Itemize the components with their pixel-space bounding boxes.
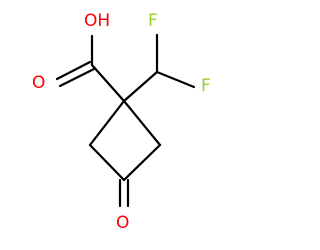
ring-bond-top-right xyxy=(122,99,162,147)
fluorine-label-right: F xyxy=(201,76,211,96)
ketone-oxygen-label: O xyxy=(116,213,129,233)
hydroxyl-label: OH xyxy=(84,11,110,31)
cf-bond-right xyxy=(155,70,196,89)
ring-bond-bottom-right xyxy=(122,143,162,182)
ring-bond-bottom-left xyxy=(88,143,126,182)
molecule-structure: OH O F F O xyxy=(32,11,211,233)
cf2-carbon-bond xyxy=(122,70,159,103)
carbonyl-oxygen-label: O xyxy=(32,73,45,93)
carboxyl-c-o-double-bond-a xyxy=(55,60,92,81)
ring-bond-top-left xyxy=(88,99,126,147)
carboxyl-c-o-double-bond-b xyxy=(58,67,96,88)
fluorine-label-top: F xyxy=(148,11,158,31)
carboxyl-carbon-bond xyxy=(90,63,126,103)
